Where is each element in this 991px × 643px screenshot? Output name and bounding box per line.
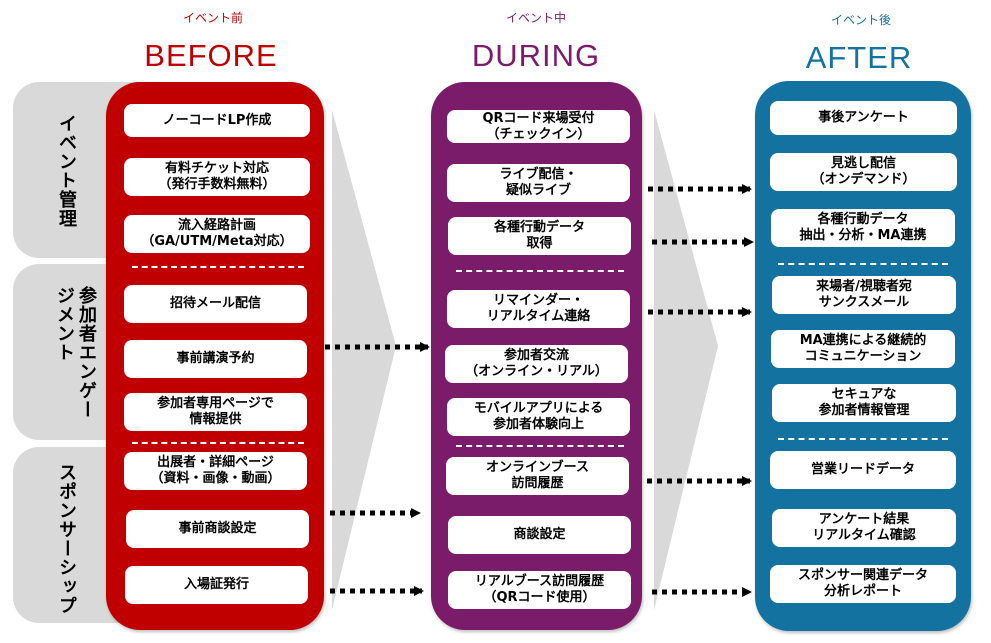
before-card: 流入経路計画 （GA/UTM/Meta対応） bbox=[124, 215, 310, 253]
before-card: 入場証発行 bbox=[125, 566, 308, 604]
before-card: 事前商談設定 bbox=[126, 510, 309, 548]
during-card: 商談設定 bbox=[448, 516, 631, 554]
during-card: 参加者交流 （オンライン・リアル） bbox=[445, 345, 628, 383]
during-card: ライブ配信・ 疑似ライブ bbox=[447, 164, 630, 202]
category-label-line-2: エンゲージメント bbox=[54, 286, 97, 419]
category-label-line-1: 参加者 bbox=[76, 286, 97, 343]
after-card: 来場者/視聴者宛 サンクスメール bbox=[772, 276, 956, 314]
chevron-arrow-icon bbox=[654, 110, 718, 610]
during-card: リマインダー・ リアルタイム連絡 bbox=[447, 290, 630, 328]
after-title: AFTER bbox=[805, 40, 913, 75]
section-divider bbox=[456, 445, 624, 447]
before-subtitle: イベント前 bbox=[182, 11, 243, 25]
during-card: 各種行動データ 取得 bbox=[448, 217, 631, 255]
after-card: スポンサー関連データ 分析レポート bbox=[770, 565, 956, 603]
after-card: MA連携による継続的 コミュニケーション bbox=[771, 330, 955, 368]
during-card: オンラインブース 訪問履歴 bbox=[446, 457, 629, 495]
section-divider bbox=[132, 442, 304, 444]
chevron-arrow-icon bbox=[332, 110, 396, 610]
category-label: イベント管理 bbox=[56, 114, 77, 228]
after-card: 営業リードデータ bbox=[770, 451, 956, 489]
category-label: スポンサーシップ bbox=[56, 463, 77, 615]
before-card: 有料チケット対応 （発行手数料無料） bbox=[124, 158, 310, 196]
during-card: モバイルアプリによる 参加者体験向上 bbox=[447, 398, 630, 436]
during-card: QRコード来場受付 （チェックイン） bbox=[447, 110, 630, 143]
section-divider bbox=[132, 266, 304, 268]
after-card: セキュアな 参加者情報管理 bbox=[772, 384, 956, 422]
section-divider bbox=[778, 438, 948, 440]
after-card: 各種行動データ 抽出・分析・MA連携 bbox=[771, 209, 955, 247]
during-card: リアルブース訪問履歴 （QRコード使用） bbox=[448, 571, 631, 609]
after-subtitle: イベント後 bbox=[830, 13, 891, 27]
after-card: 見逃し配信 （オンデマンド） bbox=[770, 153, 957, 191]
before-card: 事前講演予約 bbox=[124, 340, 307, 378]
before-card: 招待メール配信 bbox=[124, 285, 307, 323]
section-divider bbox=[778, 263, 948, 265]
during-subtitle: イベント中 bbox=[505, 11, 566, 25]
before-card: 参加者専用ページで 情報提供 bbox=[124, 393, 307, 431]
before-title: BEFORE bbox=[144, 38, 278, 73]
section-divider bbox=[456, 270, 624, 272]
after-card: アンケート結果 リアルタイム確認 bbox=[772, 509, 956, 547]
category-label: 参加者エンゲージメント bbox=[47, 286, 97, 436]
after-card: 事後アンケート bbox=[770, 101, 957, 135]
before-card: 出展者・詳細ページ （資料・画像・動画） bbox=[124, 452, 307, 490]
during-title: DURING bbox=[471, 38, 601, 73]
before-card: ノーコードLP作成 bbox=[124, 104, 310, 137]
